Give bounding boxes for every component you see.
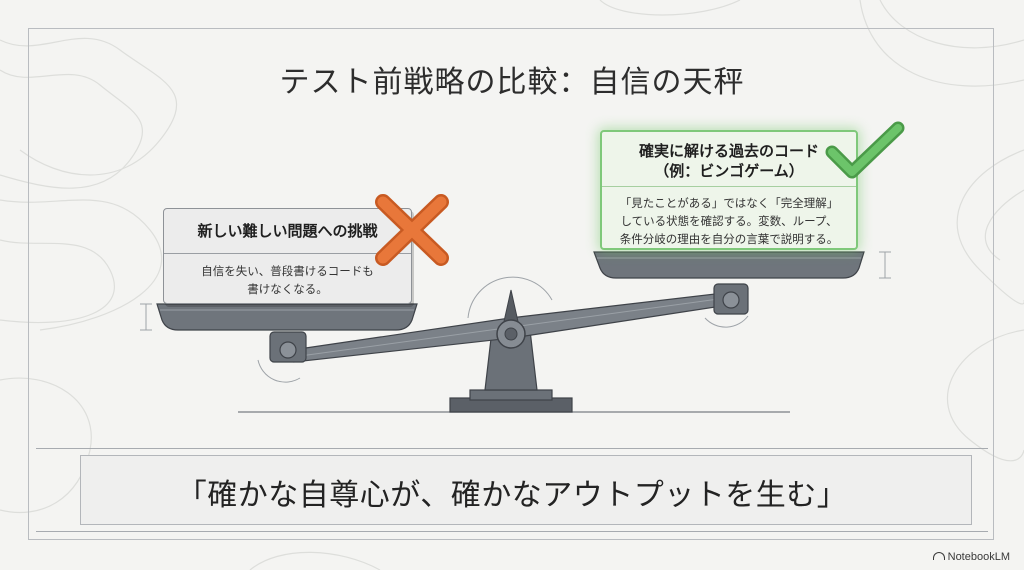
quote-band xyxy=(36,448,988,532)
slide-frame xyxy=(28,28,994,540)
right-card-body-line: 「見たことがある」ではなく「完全理解」 xyxy=(619,196,839,210)
right-card-body: 「見たことがある」ではなく「完全理解」 している状態を確認する。変数、ループ、 … xyxy=(602,187,856,248)
guide-arc-left xyxy=(257,359,301,383)
left-option-card: 新しい難しい問題への挑戦 自信を失い、普段書けるコードも 書けなくなる。 xyxy=(163,208,412,304)
left-card-body-line: 書けなくなる。 xyxy=(247,282,328,296)
right-card-body-line: 条件分岐の理由を自分の言葉で説明する。 xyxy=(619,232,839,246)
left-pan xyxy=(156,303,418,331)
right-hinge-pin xyxy=(722,291,740,309)
brand-watermark: NotebookLM xyxy=(932,551,1010,563)
left-card-heading: 新しい難しい問題への挑戦 xyxy=(164,209,411,254)
right-card-heading-line: （例：ビンゴゲーム） xyxy=(654,162,804,180)
closing-quote: 「確かな自尊心が、確かなアウトプットを生む」 xyxy=(176,478,848,513)
guide-arc xyxy=(467,276,553,319)
right-option-card: 確実に解ける過去のコード （例：ビンゴゲーム） 「見たことがある」ではなく「完全… xyxy=(600,130,858,250)
dimension-marks xyxy=(140,251,891,331)
brand-label: NotebookLM xyxy=(947,551,1010,563)
right-card-body-line: している状態を確認する。変数、ループ、 xyxy=(620,214,838,228)
left-card-body-line: 自信を失い、普段書けるコードも xyxy=(201,264,374,278)
left-card-body: 自信を失い、普段書けるコードも 書けなくなる。 xyxy=(164,254,411,298)
guide-arc-right xyxy=(704,315,749,328)
right-card-heading-line: 確実に解ける過去のコード xyxy=(638,142,819,160)
right-card-heading: 確実に解ける過去のコード （例：ビンゴゲーム） xyxy=(602,132,856,187)
pivot-pin xyxy=(504,327,518,341)
left-hinge-pin xyxy=(279,341,297,359)
right-pan xyxy=(593,251,865,279)
slide-title: テスト前戦略の比較：自信の天秤 xyxy=(279,65,745,100)
quote-panel xyxy=(80,455,972,525)
notebooklm-logo-icon xyxy=(932,552,945,560)
scale-base-step xyxy=(469,389,553,401)
